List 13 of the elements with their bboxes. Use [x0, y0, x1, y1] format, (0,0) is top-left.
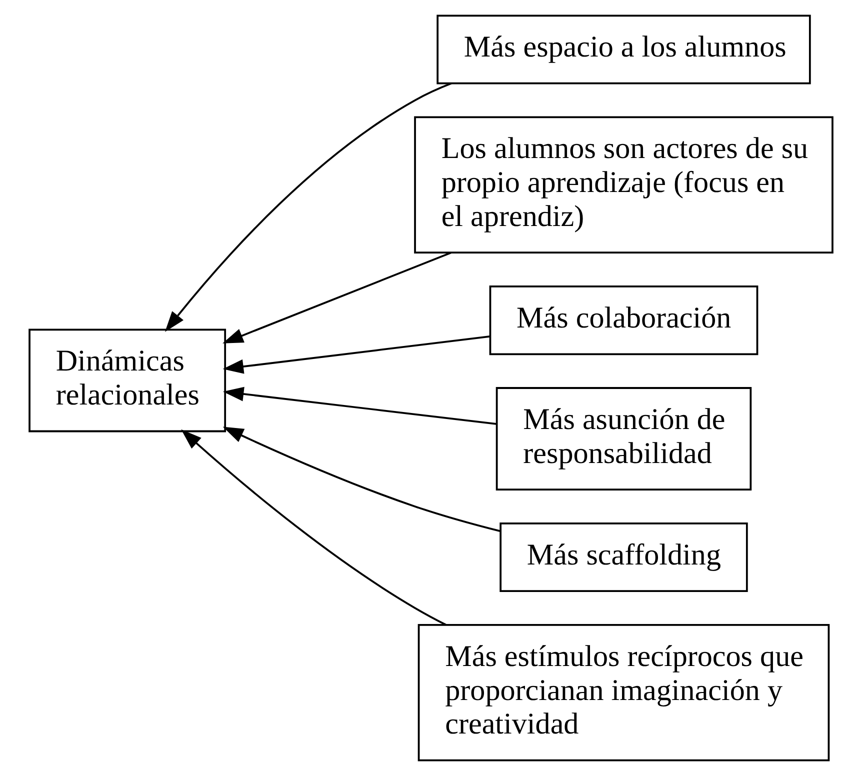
node-box: Más colaboración: [489, 286, 758, 356]
arrow: [222, 386, 496, 425]
node-box: Más espacio a los alumnos: [436, 14, 811, 84]
arrow: [222, 336, 490, 374]
arrow: [222, 252, 452, 344]
node-box: Más scaffolding: [500, 522, 748, 592]
node-box: Más asunción de responsabilidad: [496, 387, 752, 490]
arrow: [222, 426, 501, 532]
node-box: Los alumnos son actores de su propio aprendizaje (focus en el aprendiz): [414, 116, 834, 254]
node-box: Más estímulos recíprocos que proporcianan imaginación y creatividad: [418, 624, 830, 762]
node-box: Dinámicas relacionales: [28, 328, 226, 432]
arrow: [181, 429, 446, 626]
arrow: [164, 82, 452, 332]
